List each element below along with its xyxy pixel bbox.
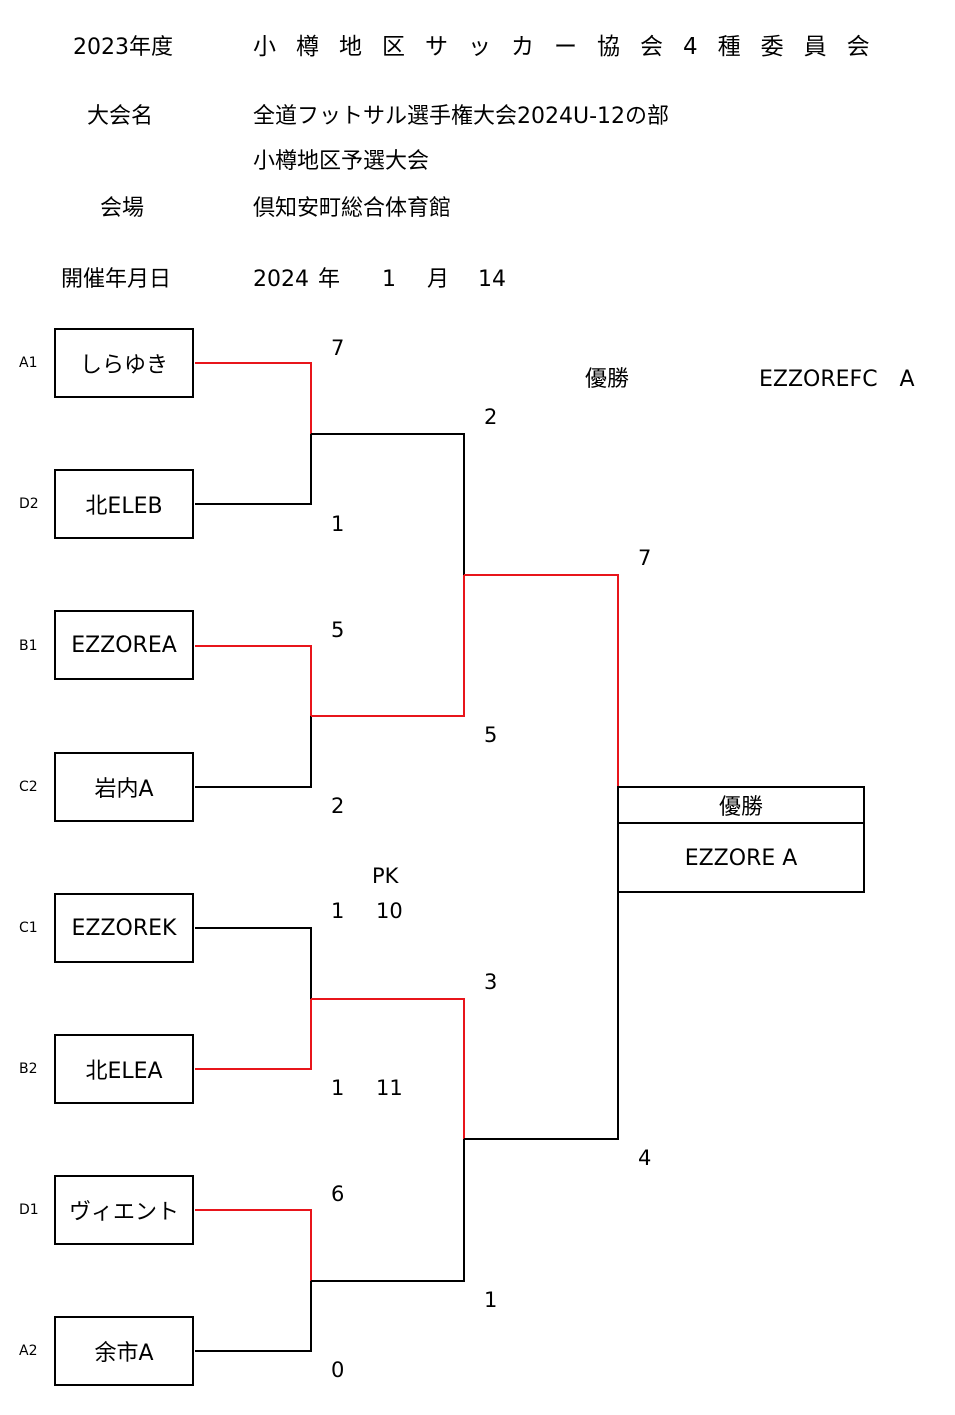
- seed-label: D1: [19, 1202, 39, 1218]
- round1-score: 2: [331, 794, 345, 818]
- team-box: EZZOREK: [54, 893, 194, 963]
- season-label: 2023年度: [73, 35, 173, 60]
- event-name-line2: 小樽地区予選大会: [253, 149, 430, 174]
- bracket-line-a2: [195, 1281, 312, 1352]
- semifinal-score: 1: [484, 1288, 498, 1312]
- round1-score: 1: [331, 899, 345, 923]
- semifinal-score: 5: [484, 723, 498, 747]
- bracket-line-d2: [195, 434, 312, 505]
- seed-label: B2: [19, 1061, 38, 1077]
- bracket-line-b1: [195, 645, 312, 716]
- team-box: 北ELEA: [54, 1034, 194, 1104]
- venue-label: 会場: [100, 196, 145, 221]
- bracket-line-a1: [195, 362, 312, 434]
- seed-label: B1: [19, 638, 38, 654]
- seed-label: D2: [19, 496, 39, 512]
- seed-label: A1: [19, 355, 38, 371]
- round1-score: 5: [331, 618, 345, 642]
- date-month: 1: [382, 267, 396, 292]
- round1-score: 1: [331, 1076, 345, 1100]
- bracket-line-final-top: [464, 574, 619, 787]
- event-label: 大会名: [87, 104, 154, 129]
- semifinal-score: 2: [484, 405, 498, 429]
- bracket-line-d1: [195, 1209, 312, 1281]
- bracket-line-sf2-bottom: [311, 1139, 465, 1282]
- team-box: EZZOREA: [54, 610, 194, 680]
- bracket-line-final-bottom: [464, 893, 619, 1140]
- bracket-line-b2: [195, 999, 312, 1070]
- team-box: 岩内A: [54, 752, 194, 822]
- event-name-line1: 全道フットサル選手権大会2024U-12の部: [253, 104, 670, 129]
- pk-score: 10: [376, 899, 403, 923]
- bracket-line-sf2-top: [311, 998, 465, 1139]
- seed-label: C2: [19, 779, 38, 795]
- bracket-line-c2: [195, 716, 312, 788]
- organizer-title: 小樽地区サッカー協会4種委員会: [253, 34, 890, 60]
- bracket-line-sf1-top: [311, 433, 465, 575]
- champion-name: EZZOREFC A: [759, 367, 915, 392]
- winner-box-title: 優勝: [619, 788, 863, 824]
- team-box: 北ELEB: [54, 469, 194, 539]
- pk-score: 11: [376, 1076, 403, 1100]
- seed-label: C1: [19, 920, 38, 936]
- team-box: ヴィエント: [54, 1175, 194, 1245]
- final-score: 4: [638, 1146, 652, 1170]
- team-box: 余市A: [54, 1316, 194, 1386]
- venue-name: 倶知安町総合体育館: [253, 196, 452, 221]
- final-score: 7: [638, 546, 652, 570]
- bracket-line-sf1-bottom: [311, 575, 465, 717]
- date-year-unit: 年: [318, 267, 341, 292]
- date-year: 2024: [253, 267, 309, 292]
- champion-label: 優勝: [585, 367, 630, 392]
- winner-box-team: EZZORE A: [684, 846, 798, 871]
- pk-label: PK: [372, 864, 399, 888]
- semifinal-score: 3: [484, 970, 498, 994]
- winner-box: 優勝 EZZORE A: [617, 786, 865, 893]
- team-box: しらゆき: [54, 328, 194, 398]
- round1-score: 0: [331, 1358, 345, 1382]
- round1-score: 1: [331, 512, 345, 536]
- round1-score: 7: [331, 336, 345, 360]
- date-label: 開催年月日: [61, 267, 172, 292]
- date-month-unit: 月: [427, 267, 450, 292]
- seed-label: A2: [19, 1343, 38, 1359]
- date-day: 14: [478, 267, 506, 292]
- bracket-line-c1: [195, 927, 312, 999]
- round1-score: 6: [331, 1182, 345, 1206]
